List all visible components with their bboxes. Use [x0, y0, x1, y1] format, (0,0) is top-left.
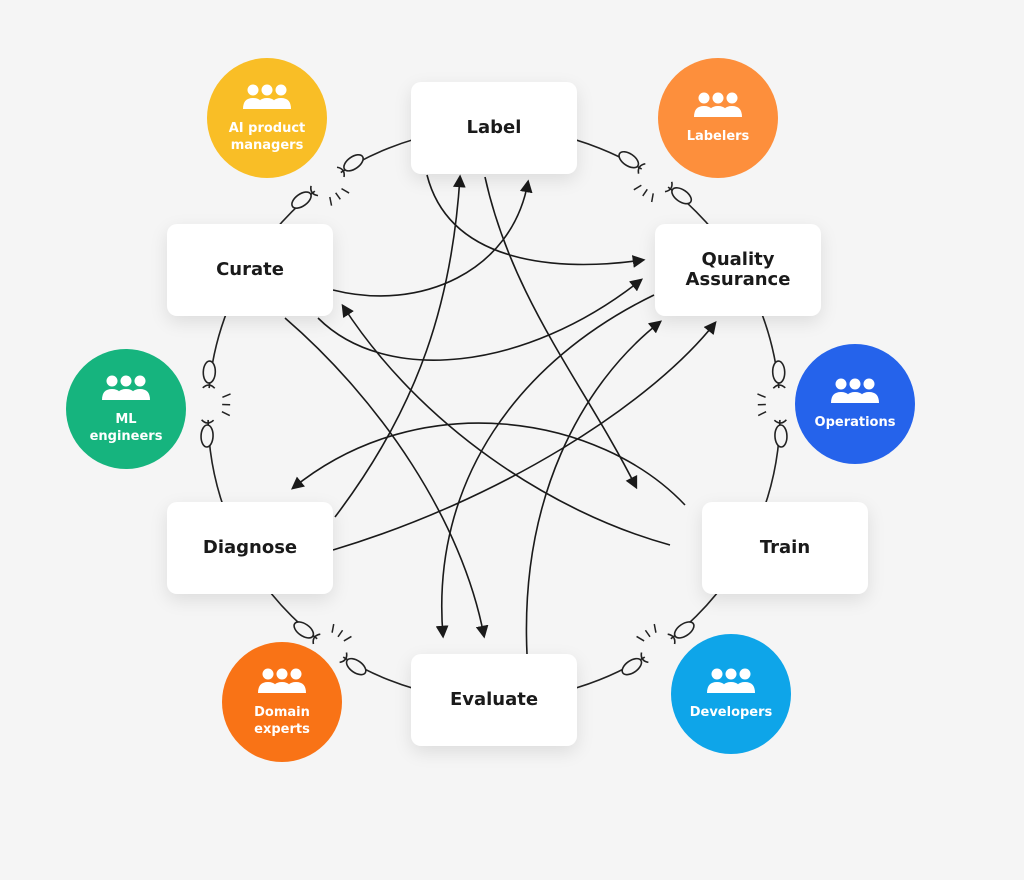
chain-link: [673, 621, 695, 639]
stage-evaluate[interactable]: Evaluate: [411, 654, 577, 746]
break-spark: [636, 635, 645, 642]
people-icon: [693, 91, 743, 128]
team-labelers: Labelers: [658, 58, 778, 178]
chain-hook: [339, 652, 348, 664]
chain-link: [618, 150, 640, 169]
break-spark: [337, 629, 344, 638]
chain-link: [671, 187, 693, 205]
people-icon: [242, 83, 292, 120]
arrow-qa-to-evaluate: [435, 294, 655, 639]
team-label: AI product managers: [228, 120, 306, 153]
broken-chain-icon: [621, 621, 695, 676]
broken-chain-icon: [618, 150, 693, 205]
team-ai-product-managers: AI product managers: [207, 58, 327, 178]
team-operations: Operations: [795, 344, 915, 464]
arrow-train-to-curate: [341, 303, 671, 546]
arrow-label-to-train: [484, 176, 638, 490]
break-spark: [653, 623, 657, 633]
chain-hook: [773, 419, 787, 424]
break-spark: [341, 187, 350, 194]
break-spark: [221, 411, 231, 417]
arrow-label-to-qa: [426, 174, 646, 268]
people-icon: [830, 377, 880, 414]
chain-hook: [202, 384, 216, 389]
broken-chain-icon: [757, 360, 796, 448]
chain-hook: [664, 181, 673, 193]
stage-diagnose[interactable]: Diagnose: [167, 502, 333, 594]
team-domain-experts: Domain experts: [222, 642, 342, 762]
break-spark: [644, 629, 651, 638]
team-label: Operations: [814, 415, 896, 430]
arrow-diagnose-to-qa: [332, 320, 717, 551]
stage-curate-text: Curate: [216, 259, 284, 280]
break-spark: [650, 193, 654, 203]
chain-hook: [772, 384, 786, 389]
team-label: ML engineers: [89, 411, 163, 444]
break-spark: [343, 635, 352, 642]
break-spark: [335, 192, 341, 200]
stage-label[interactable]: Label: [411, 82, 577, 174]
break-spark: [757, 411, 767, 417]
stage-qa-text: Quality Assurance: [685, 249, 791, 290]
chain-link: [293, 621, 315, 639]
chain-link: [202, 360, 217, 384]
arrow-train-to-diagnose: [291, 422, 686, 506]
people-icon: [706, 667, 756, 704]
stage-curate[interactable]: Curate: [167, 224, 333, 316]
chain-hook: [667, 633, 676, 645]
stage-label-text: Label: [466, 117, 522, 138]
chain-link: [774, 424, 788, 448]
arrow-curate-to-label: [332, 179, 533, 297]
arrow-curate-to-evaluate: [284, 317, 489, 639]
chain-hook: [640, 652, 649, 664]
arrow-diagnose-to-label: [334, 174, 466, 518]
arrow-evaluate-to-qa: [525, 320, 663, 655]
chain-link: [345, 657, 367, 676]
team-ml-engineers: ML engineers: [66, 349, 186, 469]
chain-hook: [312, 633, 321, 645]
team-label: Labelers: [686, 129, 750, 144]
people-icon: [257, 667, 307, 704]
stage-evaluate-text: Evaluate: [449, 689, 539, 710]
chain-link: [291, 191, 312, 209]
break-spark: [222, 393, 231, 399]
break-spark: [331, 623, 335, 633]
chain-link: [200, 424, 214, 448]
team-label: Domain experts: [254, 704, 310, 737]
chain-hook: [336, 166, 346, 178]
people-icon: [101, 374, 151, 411]
chain-hook: [201, 419, 215, 424]
team-developers: Developers: [671, 634, 791, 754]
chain-link: [343, 153, 364, 172]
break-spark: [757, 393, 766, 399]
broken-chain-icon: [291, 153, 364, 209]
stage-quality-assurance[interactable]: Quality Assurance: [655, 224, 821, 316]
broken-chain-icon: [192, 360, 231, 448]
team-label: Developers: [689, 705, 773, 720]
break-spark: [329, 196, 333, 206]
arrow-curate-to-qa: [317, 278, 644, 361]
chain-link: [771, 360, 786, 384]
stage-diagnose-text: Diagnose: [202, 537, 298, 558]
break-spark: [633, 184, 642, 191]
chain-link: [621, 657, 643, 676]
stage-train-text: Train: [759, 537, 811, 558]
break-spark: [642, 188, 648, 197]
stage-train[interactable]: Train: [702, 502, 868, 594]
chain-hook: [637, 162, 646, 174]
chain-hook: [310, 185, 319, 197]
